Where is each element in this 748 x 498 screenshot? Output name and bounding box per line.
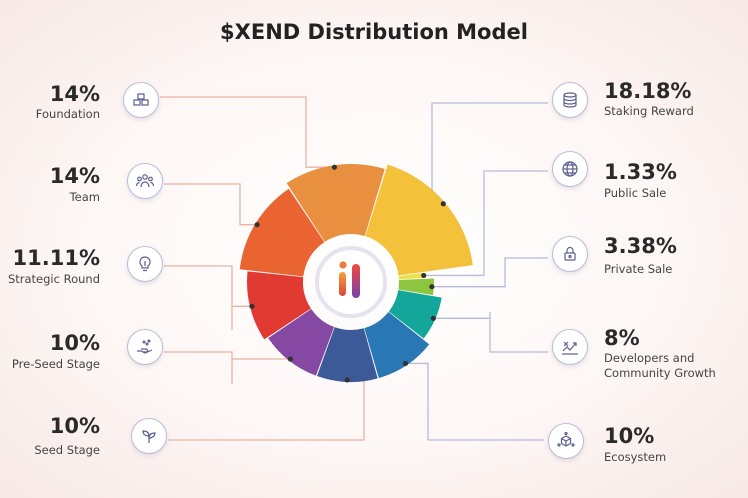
connector-line xyxy=(164,265,252,330)
developers-community-growth-label: Developers and Community Growth xyxy=(604,351,716,380)
connector-dot xyxy=(440,201,446,207)
connector-line xyxy=(164,183,258,226)
public-sale-label: Public Sale xyxy=(604,186,667,200)
ecosystem-label: Ecosystem xyxy=(604,450,667,464)
strategic-round-percent: 11.11% xyxy=(12,246,100,270)
foundation-percent: 14% xyxy=(49,82,100,106)
cube-network-icon xyxy=(548,423,584,459)
pre-seed-stage-label: Pre-Seed Stage xyxy=(11,357,100,371)
lightbulb-icon xyxy=(127,246,163,282)
pie-slice-foundation xyxy=(286,164,385,242)
growth-chart-icon xyxy=(552,329,588,365)
ecosystem-percent: 10% xyxy=(604,424,655,448)
database-stack-icon xyxy=(552,82,588,118)
logo-ring xyxy=(315,246,387,318)
sprout-icon xyxy=(131,418,167,454)
connector-line xyxy=(160,96,335,168)
connector-dot xyxy=(344,377,350,383)
pie-slice-public-sale xyxy=(398,272,426,280)
private-sale-percent: 3.38% xyxy=(604,234,677,258)
globe-icon xyxy=(552,151,588,187)
pie-slice-pre-seed-stage xyxy=(268,308,335,376)
public-sale-percent: 1.33% xyxy=(604,160,677,184)
connector-line xyxy=(405,362,544,441)
team-percent: 14% xyxy=(49,164,100,188)
connector-line xyxy=(164,351,291,384)
connector-line xyxy=(433,312,548,353)
seed-stage-percent: 10% xyxy=(49,414,100,438)
logo-bar-right xyxy=(352,264,360,298)
pie-slice-staking-reward xyxy=(365,164,473,276)
connector-line xyxy=(431,102,548,205)
chart-title: $XEND Distribution Model xyxy=(220,20,528,44)
connector-dot xyxy=(429,284,435,290)
foundation-label: Foundation xyxy=(35,107,100,121)
staking-reward-label: Staking Reward xyxy=(604,104,694,118)
lock-icon xyxy=(552,236,588,272)
pie-slice-private-sale xyxy=(398,278,434,296)
logo-bar-left xyxy=(339,272,346,296)
pie-slice-ecosystem xyxy=(364,311,430,379)
connector-line xyxy=(431,257,548,288)
connector-dot xyxy=(331,164,338,170)
connector-line xyxy=(168,379,365,441)
connector-dot xyxy=(402,360,409,367)
strategic-round-label: Strategic Round xyxy=(7,272,100,286)
team-icon xyxy=(127,163,163,199)
connector-line xyxy=(423,170,548,277)
developers-community-growth-percent: 8% xyxy=(604,326,640,350)
staking-reward-percent: 18.18% xyxy=(604,79,692,103)
connector-dot xyxy=(430,315,436,321)
pre-seed-stage-percent: 10% xyxy=(49,331,100,355)
pie-slice-seed-stage xyxy=(317,327,378,383)
connector-dot xyxy=(249,303,255,309)
team-label: Team xyxy=(69,190,100,204)
connector-dot xyxy=(254,222,260,228)
private-sale-label: Private Sale xyxy=(604,262,673,276)
xend-logo xyxy=(315,246,387,318)
pie-slice-developers-and-community-growth xyxy=(388,290,442,339)
pie-slice-team xyxy=(239,188,325,277)
connector-dot xyxy=(287,356,293,362)
boxes-icon xyxy=(123,82,159,118)
seed-stage-label: Seed Stage xyxy=(34,443,100,457)
connector-dot xyxy=(421,272,427,279)
pie-slice-strategic-round xyxy=(247,271,311,340)
logo-dot xyxy=(339,261,347,269)
hand-seed-icon xyxy=(127,329,163,365)
